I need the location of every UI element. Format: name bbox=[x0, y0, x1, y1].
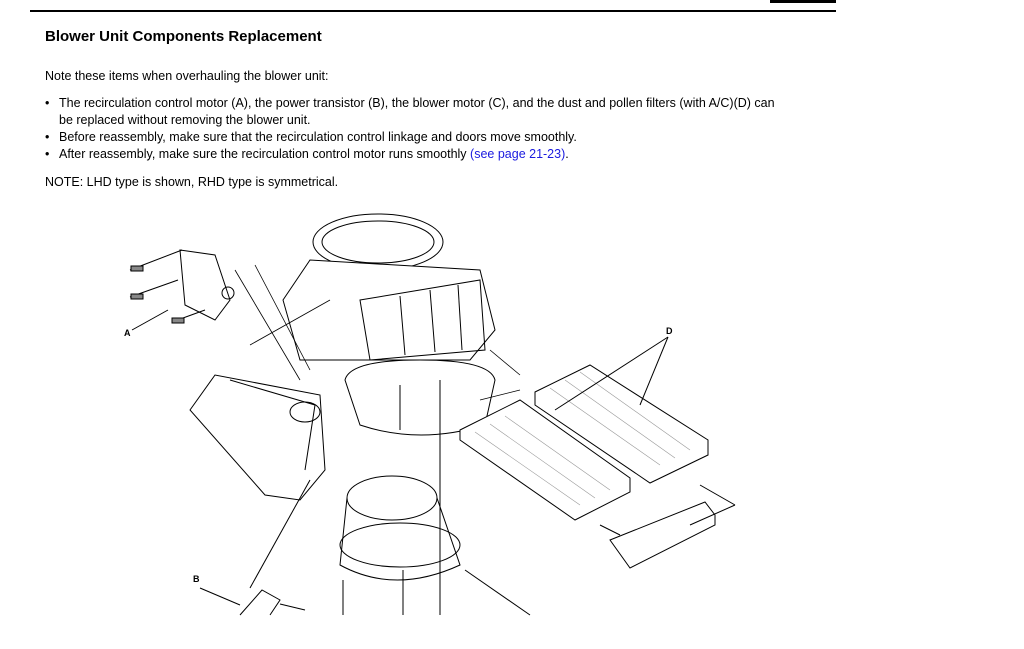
blower-housing bbox=[282, 213, 496, 436]
power-transistor bbox=[199, 479, 311, 616]
label-b: B bbox=[193, 574, 200, 584]
intro-text: Note these items when overhauling the bl… bbox=[45, 69, 329, 83]
list-item: Before reassembly, make sure that the re… bbox=[45, 129, 785, 146]
list-item: The recirculation control motor (A), the… bbox=[45, 95, 785, 129]
bullet-punct: . bbox=[565, 147, 569, 161]
blower-motor bbox=[339, 380, 531, 616]
note-text: NOTE: LHD type is shown, RHD type is sym… bbox=[45, 175, 339, 189]
page-title: Blower Unit Components Replacement bbox=[45, 28, 322, 45]
bullet-text: After reassembly, make sure the recircul… bbox=[59, 147, 471, 161]
recirculation-motor bbox=[129, 249, 235, 331]
header-bar bbox=[770, 0, 836, 3]
intake-duct bbox=[189, 374, 326, 501]
list-item: After reassembly, make sure the recircul… bbox=[45, 146, 785, 163]
label-a: A bbox=[124, 328, 131, 338]
leader-lines bbox=[234, 264, 521, 401]
label-d: D bbox=[666, 326, 673, 336]
notes-list: The recirculation control motor (A), the… bbox=[45, 95, 785, 163]
filter-cover bbox=[599, 484, 736, 569]
dust-pollen-filters bbox=[459, 336, 709, 521]
header-rule bbox=[30, 10, 836, 12]
page-link[interactable]: (see page 21-23) bbox=[470, 147, 566, 161]
